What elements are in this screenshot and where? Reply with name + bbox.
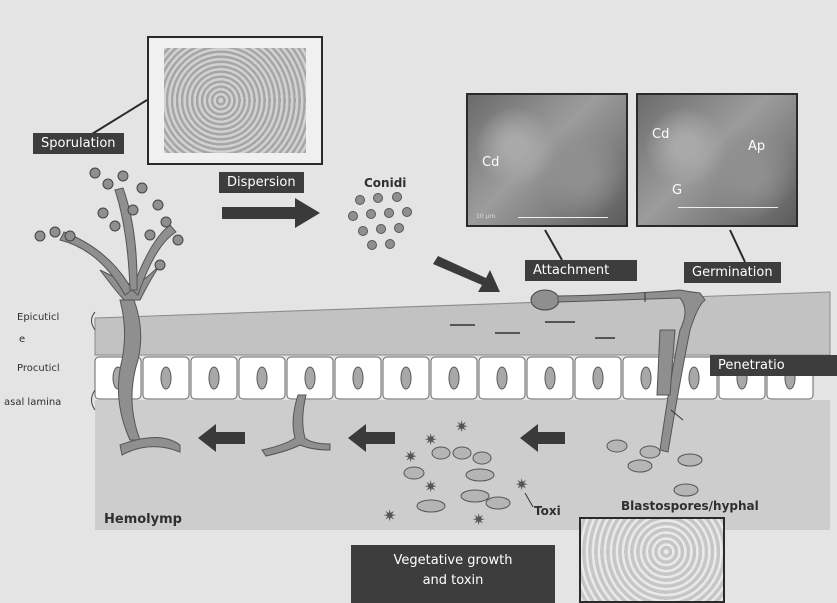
attach-cd-label: Cd <box>482 155 499 170</box>
cell-nucleus <box>689 367 699 389</box>
dispersion-label: Dispersion <box>219 172 304 193</box>
vegetative-label: Vegetative growth and toxin <box>351 545 555 603</box>
procuticle-label: Procuticl <box>17 363 60 374</box>
conidia-on-fungus <box>35 168 183 270</box>
dispersion-arrow <box>222 198 320 228</box>
hemolymph-label: Hemolymp <box>104 512 182 527</box>
sporulation-micrograph <box>147 36 323 165</box>
svg-text:✷: ✷ <box>383 506 396 525</box>
epicuticle-label-2: e <box>19 334 25 345</box>
cell-nucleus <box>449 367 459 389</box>
germination-micrograph: Cd Ap G <box>636 93 798 227</box>
svg-text:✷: ✷ <box>455 417 468 436</box>
cell-nucleus <box>497 367 507 389</box>
svg-text:✷: ✷ <box>424 477 437 496</box>
basal-lamina-label: asal lamina <box>4 397 61 408</box>
cell-nucleus <box>401 367 411 389</box>
attachment-arrow <box>433 256 500 292</box>
sporulation-label: Sporulation <box>33 133 124 154</box>
cell-nucleus <box>209 367 219 389</box>
attachment-micrograph: Cd 10 µm <box>466 93 628 227</box>
cell-nucleus <box>353 367 363 389</box>
svg-text:✷: ✷ <box>472 510 485 529</box>
toxin-label: Toxi <box>534 504 561 518</box>
epidermal-cells <box>95 357 813 399</box>
cell-nucleus <box>545 367 555 389</box>
attached-spore <box>531 290 559 310</box>
cell-nucleus <box>257 367 267 389</box>
penetration-label: Penetratio <box>710 355 837 376</box>
epicuticle-label-1: Epicuticl <box>17 312 59 323</box>
svg-text:✷: ✷ <box>515 475 528 494</box>
blastospores-label: Blastospores/hyphal <box>621 499 759 513</box>
svg-text:✷: ✷ <box>424 430 437 449</box>
attachment-label: Attachment <box>525 260 637 281</box>
vegetative-line-2: and toxin <box>359 571 547 591</box>
conidia-cluster <box>349 193 412 250</box>
conidia-label: Conidi <box>364 176 406 190</box>
svg-text:✷: ✷ <box>404 447 417 466</box>
cell-nucleus <box>593 367 603 389</box>
germination-label: Germination <box>684 262 781 283</box>
germ-ap-label: Ap <box>748 139 765 154</box>
cell-nucleus <box>641 367 651 389</box>
blastospore-micrograph <box>579 517 725 603</box>
cuticle-band <box>95 292 830 355</box>
vegetative-line-1: Vegetative growth <box>359 551 547 571</box>
cell-nucleus <box>305 367 315 389</box>
germ-cd-label: Cd <box>652 127 669 142</box>
cell-nucleus <box>161 367 171 389</box>
germ-g-label: G <box>672 183 682 198</box>
attach-scale: 10 µm <box>476 213 495 220</box>
